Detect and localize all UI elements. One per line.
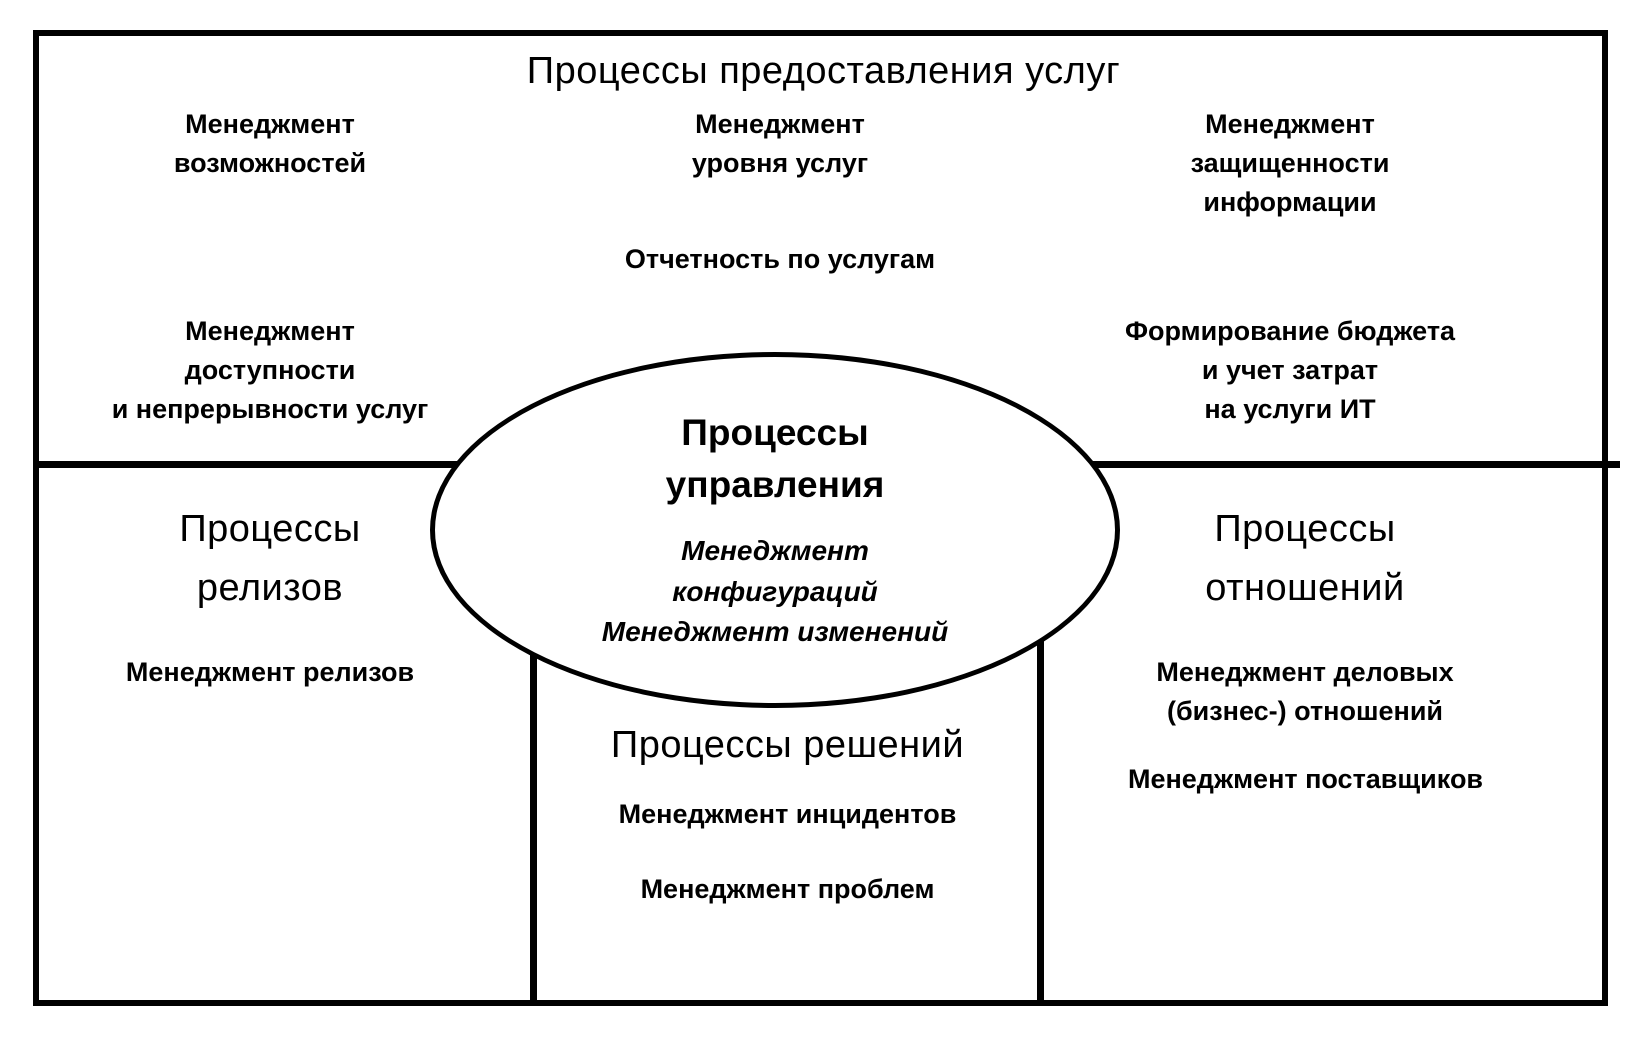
vertical-divider-right	[1037, 461, 1044, 1006]
item-problem-management: Менеджмент проблем	[640, 874, 935, 904]
item-availability-continuity-management: Менеджмент доступности и непрерывности у…	[111, 316, 429, 425]
item-service-reporting: Отчетность по услугам	[624, 244, 936, 274]
item-budgeting-accounting: Формирование бюджета и учет затрат на ус…	[1124, 316, 1456, 425]
item-release-management: Менеджмент релизов	[125, 657, 415, 687]
section-relationship-processes-title: Процессы отношений	[1205, 508, 1405, 609]
control-processes-ellipse: Процессы управления Менеджмент конфигура…	[430, 352, 1120, 708]
item-capacity-management: Менеджмент возможностей	[173, 109, 367, 179]
item-supplier-management: Менеджмент поставщиков	[1127, 764, 1484, 794]
section-service-delivery-title: Процессы предоставления услуг	[526, 50, 1121, 92]
section-control-processes-title: Процессы управления	[665, 412, 885, 506]
vertical-divider-left	[530, 461, 537, 1006]
item-service-level-management: Менеджмент уровня услуг	[691, 109, 869, 179]
section-resolution-processes-title: Процессы решений	[610, 724, 965, 766]
item-information-security-management: Менеджмент защищенности информации	[1190, 109, 1390, 218]
item-business-relationship-management: Менеджмент деловых (бизнес-) отношений	[1156, 657, 1454, 727]
section-release-processes-title: Процессы релизов	[179, 508, 361, 609]
item-incident-management: Менеджмент инцидентов	[618, 799, 957, 829]
item-configuration-change-management: Менеджмент конфигураций Менеджмент измен…	[601, 534, 949, 648]
